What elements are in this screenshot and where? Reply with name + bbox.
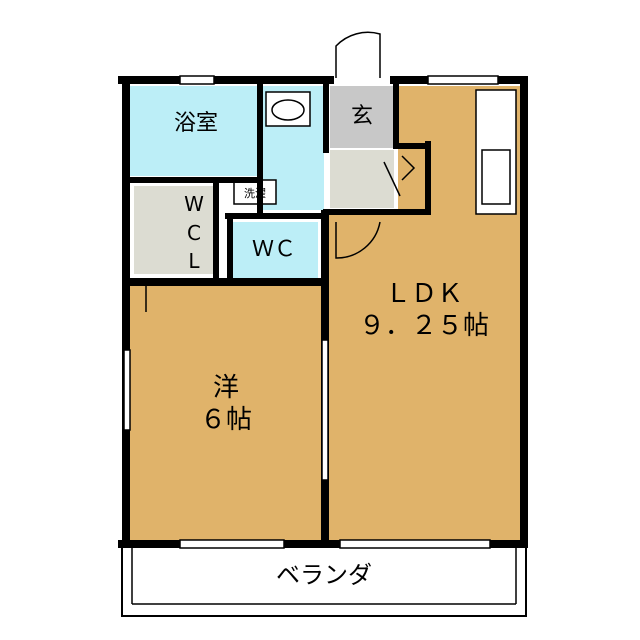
western-name: 洋	[213, 373, 239, 403]
washer-box	[233, 179, 277, 205]
kitchen-sink	[481, 149, 511, 205]
ldk-name: ＬＤＫ	[385, 279, 463, 309]
wic-label-l: L	[188, 249, 200, 273]
western-room	[130, 286, 323, 540]
wic-label-w: W	[184, 192, 204, 216]
wc-label: ＷＣ	[252, 237, 296, 262]
ldk-room	[327, 214, 520, 540]
entrance-hall	[330, 150, 394, 208]
bath-label: 浴室	[174, 111, 218, 136]
balcony-label: ベランダ	[276, 561, 372, 589]
wic-label-c: C	[187, 221, 201, 245]
windows	[123, 75, 499, 549]
entrance-label: 玄	[351, 104, 373, 129]
ldk-size: ９．２５帖	[359, 311, 489, 341]
entrance-area	[330, 86, 394, 148]
wc-room	[232, 222, 318, 278]
western-size: ６帖	[200, 405, 252, 435]
washer-label: 洗濯	[244, 187, 266, 200]
bath-room	[130, 86, 258, 176]
doors	[145, 31, 416, 312]
wic-room	[134, 186, 214, 274]
